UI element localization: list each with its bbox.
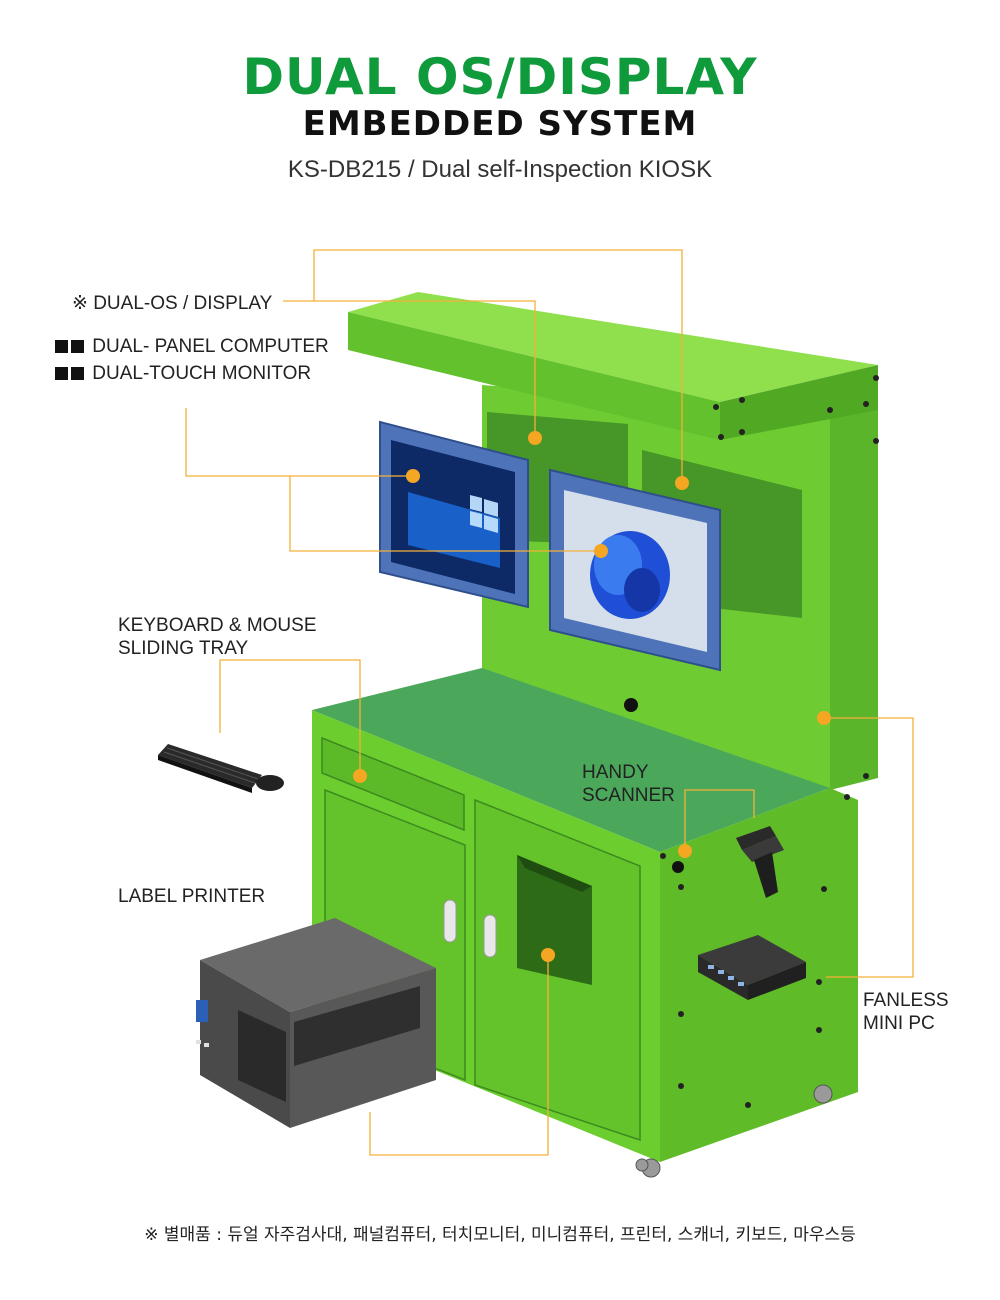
callout-dual-panel-computer: DUAL- PANEL COMPUTER: [55, 335, 329, 358]
bullet-square-icon: [55, 367, 68, 380]
label-printer: [196, 918, 436, 1128]
callout-handy-scanner-line2: SCANNER: [582, 785, 675, 806]
callout-dual-touch-monitor-text: DUAL-TOUCH MONITOR: [92, 363, 312, 384]
keyboard-mouse: [158, 744, 284, 793]
callout-dots: [353, 431, 831, 962]
fanless-mini-pc: [698, 935, 806, 1000]
handy-scanner: [736, 826, 784, 898]
footnote-separate-items: ※ 별매품 : 듀얼 자주검사대, 패널컴퓨터, 터치모니터, 미니컴퓨터, 프…: [144, 1225, 856, 1245]
callout-lines: [185, 249, 914, 1156]
callout-dual-touch-monitor: DUAL-TOUCH MONITOR: [55, 362, 311, 385]
page-title: DUAL OS/DISPLAY: [242, 48, 758, 106]
callout-keyboard-tray-line1: KEYBOARD & MOUSE: [118, 615, 317, 636]
model-subtitle: KS-DB215 / Dual self-Inspection KIOSK: [287, 156, 713, 183]
page-subtitle-heading: EMBEDDED SYSTEM: [302, 104, 698, 144]
callout-keyboard-tray-line2: SLIDING TRAY: [118, 638, 249, 659]
bullet-square-icon: [55, 340, 68, 353]
callout-label-printer: LABEL PRINTER: [118, 886, 266, 907]
callout-fanless-mini-pc: FANLESS MINI PC: [863, 989, 949, 1035]
dual-touch-monitors: [379, 420, 721, 672]
callout-dual-panel-computer-text: DUAL- PANEL COMPUTER: [92, 336, 329, 357]
callout-dual-os-display: ※ DUAL-OS / DISPLAY: [72, 293, 273, 314]
bullet-square-icon: [71, 340, 84, 353]
callout-handy-scanner-line1: HANDY: [582, 762, 649, 783]
callout-handy-scanner: HANDY SCANNER: [582, 761, 675, 807]
callout-fanless-mini-pc-line1: FANLESS: [863, 990, 949, 1011]
callout-keyboard-tray: KEYBOARD & MOUSE SLIDING TRAY: [118, 614, 317, 660]
bullet-square-icon: [71, 367, 84, 380]
callout-fanless-mini-pc-line2: MINI PC: [863, 1013, 935, 1034]
